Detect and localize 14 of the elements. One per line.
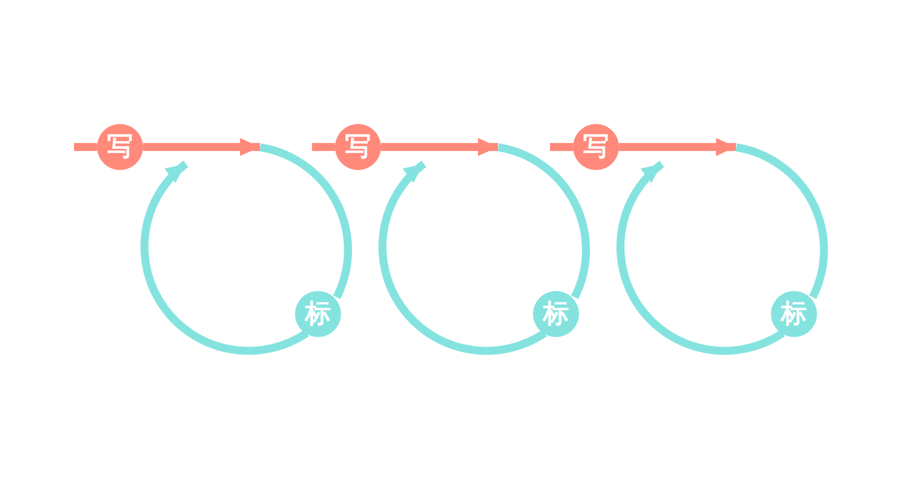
arrow (140, 160, 309, 355)
label-circle: 写 (573, 124, 619, 170)
label-circle: 标 (533, 291, 579, 337)
connector-line (735, 143, 828, 299)
label-circle: 写 (97, 124, 143, 170)
label-circle: 标 (295, 291, 341, 337)
arrow (143, 138, 260, 156)
label-circle: 标 (771, 291, 817, 337)
label-circle: 写 (335, 124, 381, 170)
arrow (381, 138, 498, 156)
arrow (619, 138, 736, 156)
connector-line (259, 143, 352, 299)
arrow (616, 160, 785, 355)
connector-line (497, 143, 590, 299)
